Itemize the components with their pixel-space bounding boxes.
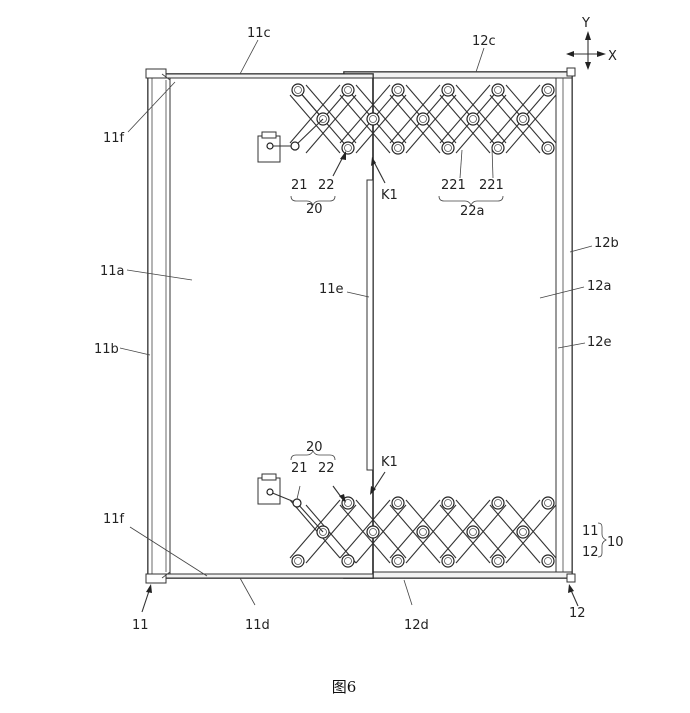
label-11b: 11b <box>94 342 119 357</box>
figure-caption: 图6 <box>332 678 357 696</box>
label-12-bottom: 12 <box>569 606 586 621</box>
label-221-a: 221 <box>441 178 466 193</box>
label-221-b: 221 <box>479 178 504 193</box>
label-11e: 11e <box>319 282 344 297</box>
label-12b: 12b <box>594 236 619 251</box>
label-21-top: 21 <box>291 178 308 193</box>
label-11-right: 11 <box>582 524 599 539</box>
label-12-right: 12 <box>582 545 599 560</box>
label-11f-bottom: 11f <box>103 512 125 527</box>
label-20-bottom: 20 <box>306 440 323 455</box>
label-11f-top: 11f <box>103 131 125 146</box>
label-12a: 12a <box>587 279 612 294</box>
center-slot-11e <box>367 180 373 470</box>
label-22-bottom: 22 <box>318 461 335 476</box>
label-11d: 11d <box>245 618 270 633</box>
axis-y-label: Y <box>581 16 590 31</box>
label-22a: 22a <box>460 204 485 219</box>
label-k1-top: K1 <box>381 188 398 203</box>
label-21-bottom: 21 <box>291 461 308 476</box>
label-20-top: 20 <box>306 202 323 217</box>
label-11a: 11a <box>100 264 125 279</box>
axis-x-label: X <box>608 49 617 64</box>
label-12c: 12c <box>472 34 496 49</box>
label-k1-bottom: K1 <box>381 455 398 470</box>
label-12d: 12d <box>404 618 429 633</box>
label-10: 10 <box>607 535 624 550</box>
axis-indicator: Y X <box>566 16 617 70</box>
label-22-top: 22 <box>318 178 335 193</box>
label-11-bottom: 11 <box>132 618 149 633</box>
label-11c: 11c <box>247 26 271 41</box>
label-12e: 12e <box>587 335 612 350</box>
